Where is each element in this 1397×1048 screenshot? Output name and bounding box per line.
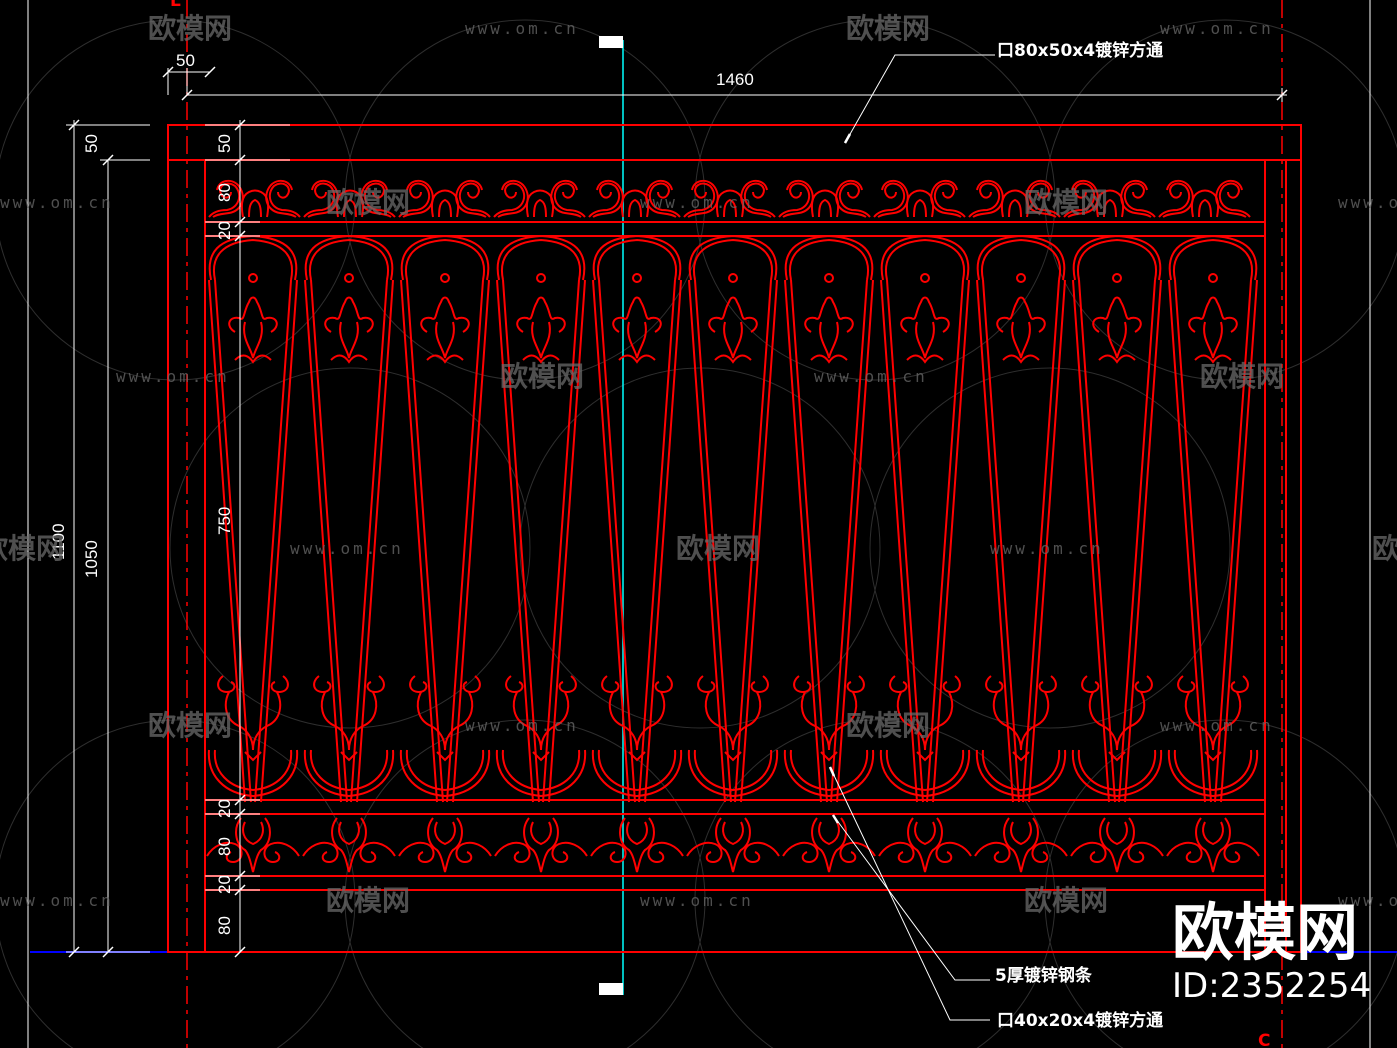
label-lower-rail: 口40x20x4镀锌方通: [997, 1010, 1163, 1031]
watermarks: 欧模网 www.om.cn 欧模网 www.om.cn www.om.cn 欧模…: [0, 12, 1397, 917]
dim-foot: 80: [215, 916, 234, 935]
svg-text:www.om.cn: www.om.cn: [990, 539, 1104, 558]
svg-text:欧模网: 欧模网: [676, 532, 760, 565]
svg-text:欧模网: 欧模网: [1024, 884, 1108, 917]
dim-spacer-top: 20: [215, 221, 234, 240]
leader-lines: [829, 54, 995, 1021]
svg-text:欧模网: 欧模网: [1024, 186, 1108, 219]
lower-scroll-row: [207, 675, 1259, 797]
watermark-arcs: [0, 19, 1397, 1048]
svg-text:www.om.cn: www.om.cn: [0, 193, 114, 212]
dim-overall-height: 1100: [49, 523, 68, 560]
svg-text:欧模网: 欧模网: [1200, 360, 1284, 393]
svg-text:www.om.cn: www.om.cn: [1160, 19, 1274, 38]
svg-text:欧模网: 欧模网: [148, 12, 232, 45]
dim-spacer-low: 20: [215, 875, 234, 894]
brand-watermark: 欧模网 ID:2352254: [1172, 896, 1372, 1007]
brand-id: ID:2352254: [1172, 966, 1372, 1006]
svg-text:www.om.cn: www.om.cn: [465, 19, 579, 38]
center-line-top-marker: [599, 36, 623, 48]
svg-text:www.om.cn: www.om.cn: [640, 193, 754, 212]
svg-text:www.om.cn: www.om.cn: [465, 716, 579, 735]
dim-bottom-band: 80: [215, 837, 234, 856]
dim-top-band: 80: [215, 183, 234, 202]
svg-text:www.om.cn: www.om.cn: [290, 539, 404, 558]
svg-text:www.om.cn: www.om.cn: [116, 367, 230, 386]
brand-name: 欧模网: [1172, 896, 1359, 969]
dim-spacer-mid: 20: [215, 799, 234, 818]
label-top-rail: 口80x50x4镀锌方通: [997, 40, 1163, 61]
dim-railing-height: 1050: [82, 540, 101, 578]
svg-text:欧模网: 欧模网: [326, 884, 410, 917]
svg-text:www.om.cn: www.om.cn: [0, 891, 114, 910]
dim-overall-width: 1460: [716, 70, 754, 89]
dimension-ticks: [68, 66, 1288, 958]
corner-mark-top: L: [170, 0, 181, 11]
dim-rail-height-top: 50: [82, 134, 101, 153]
corner-mark-bottom: C: [1258, 1031, 1270, 1048]
svg-text:www.om.cn: www.om.cn: [640, 891, 754, 910]
svg-text:欧模网: 欧模网: [1372, 532, 1397, 565]
bottom-scroll-band: [206, 817, 1260, 873]
svg-text:www.om.cn: www.om.cn: [1338, 891, 1397, 910]
center-line-bottom-marker: [599, 983, 623, 995]
svg-text:欧模网: 欧模网: [846, 12, 930, 45]
label-flat-bar: 5厚镀锌钢条: [995, 965, 1093, 986]
dim-rail-height-inner: 50: [215, 134, 234, 153]
dim-post-width: 50: [176, 51, 195, 70]
svg-text:欧模网: 欧模网: [326, 186, 410, 219]
svg-text:欧模网: 欧模网: [846, 709, 930, 742]
svg-text:www.om.cn: www.om.cn: [1338, 193, 1397, 212]
svg-text:欧模网: 欧模网: [0, 532, 64, 565]
svg-text:欧模网: 欧模网: [148, 709, 232, 742]
svg-text:www.om.cn: www.om.cn: [814, 367, 928, 386]
dim-middle-panel: 750: [215, 507, 234, 535]
svg-text:欧模网: 欧模网: [500, 360, 584, 393]
svg-text:www.om.cn: www.om.cn: [1160, 716, 1274, 735]
middle-panel: [208, 235, 1258, 803]
leader-arrows: [828, 133, 852, 824]
